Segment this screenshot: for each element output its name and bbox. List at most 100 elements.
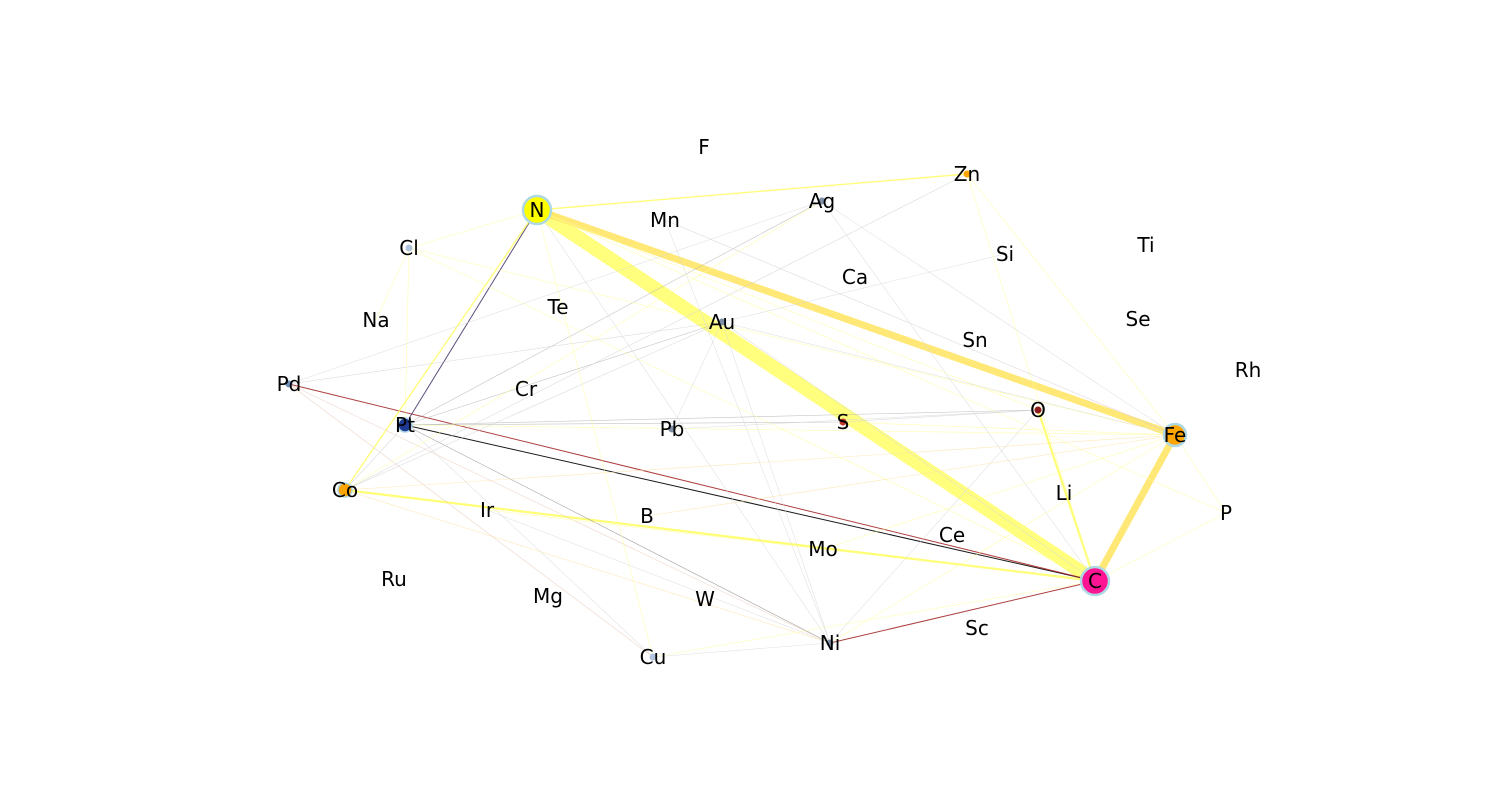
edge-fe-c — [1091, 433, 1179, 583]
edge-ni-mn — [664, 219, 831, 644]
edge-pd-ni — [288, 383, 831, 644]
edge-n-cl — [408, 209, 538, 249]
edge-cl-c — [408, 247, 1096, 582]
node-label-o: O — [1030, 398, 1046, 422]
node-label-ni: Ni — [820, 631, 841, 655]
node-pb — [668, 425, 676, 433]
edge-co-c — [344, 488, 1096, 583]
edge-ni-o — [829, 409, 1039, 644]
node-zn — [963, 170, 971, 178]
node-label-si: Si — [996, 242, 1014, 266]
node-s — [839, 418, 847, 426]
edge-co-fe — [344, 434, 1176, 491]
edge-c-p — [1094, 512, 1227, 582]
node-label-na: Na — [362, 308, 389, 332]
edge-pb-o — [671, 409, 1039, 430]
node-label-fe: Fe — [1164, 423, 1187, 447]
node-label-ce: Ce — [939, 523, 965, 547]
edge-ni-c — [829, 580, 1096, 644]
node-label-s: S — [837, 410, 850, 434]
edge-fe-p — [1174, 434, 1227, 514]
edge-n-co — [344, 209, 538, 491]
edge-pt-ag — [404, 200, 823, 426]
edge-n-pt — [404, 209, 538, 426]
edge-ag-c — [821, 200, 1096, 582]
edge-zn-co — [344, 173, 968, 491]
node-o — [1034, 406, 1042, 414]
edge-cl-na — [375, 247, 410, 321]
edge-s-o — [842, 409, 1039, 423]
node-label-cu: Cu — [640, 645, 667, 669]
edge-cl-pt — [404, 247, 410, 426]
edge-ni-fe — [829, 434, 1176, 644]
node-label-mo: Mo — [808, 537, 838, 561]
edge-ag-fe — [821, 200, 1176, 436]
node-cu — [649, 653, 657, 661]
edge-pd-c — [288, 383, 1096, 582]
node-ni — [826, 639, 834, 647]
edge-b-fe — [646, 434, 1176, 517]
node-label-cr: Cr — [515, 377, 538, 401]
node-label-te: Te — [546, 295, 568, 319]
edge-au-ni — [721, 321, 831, 644]
node-label-mn: Mn — [650, 208, 680, 232]
edge-pd-au — [288, 321, 723, 385]
node-label-sc: Sc — [965, 616, 989, 640]
edge-n-fe — [535, 206, 1177, 439]
edge-fe-zn — [966, 173, 1176, 436]
edge-co-ni — [344, 489, 831, 644]
node-label-pb: Pb — [660, 417, 685, 441]
edge-n-c — [533, 204, 1099, 587]
node-fe — [1162, 422, 1188, 448]
node-label-w: W — [695, 587, 715, 611]
edge-au-si — [721, 253, 1006, 323]
node-label-co: Co — [332, 478, 358, 502]
edge-cu-c — [652, 580, 1096, 658]
node-label-p: P — [1220, 501, 1232, 525]
edge-pt-ni — [404, 424, 831, 644]
edge-ir-c — [486, 509, 1096, 582]
edge-pd-cu — [288, 383, 654, 658]
node-c — [1079, 565, 1111, 597]
edge-zn-c — [966, 173, 1096, 582]
node-label-ti: Ti — [1136, 233, 1154, 257]
node-layer — [285, 170, 1188, 661]
edge-pt-c — [404, 424, 1096, 582]
edge-layer — [288, 173, 1227, 658]
node-label-mg: Mg — [533, 584, 563, 608]
node-label-rh: Rh — [1235, 358, 1262, 382]
node-label-au: Au — [709, 310, 735, 334]
edge-fe-mn — [664, 219, 1176, 436]
edge-n-o — [536, 209, 1039, 411]
edge-pd-ag — [288, 200, 823, 385]
node-label-zn: Zn — [954, 162, 980, 186]
edge-mo-fe — [822, 434, 1176, 550]
edge-pt-s — [404, 421, 844, 426]
node-label-pt: Pt — [395, 413, 415, 437]
node-label-f: F — [698, 135, 710, 159]
node-label-sn: Sn — [962, 328, 987, 352]
node-label-ir: Ir — [480, 498, 495, 522]
node-label-c: C — [1088, 569, 1102, 593]
node-label-n: N — [530, 198, 545, 222]
edge-au-pb — [671, 321, 723, 430]
edge-cu-pt — [404, 424, 654, 658]
node-pd — [285, 380, 293, 388]
node-label-ca: Ca — [842, 265, 868, 289]
node-label-ru: Ru — [381, 567, 407, 591]
edge-cl-fe — [408, 247, 1176, 436]
node-label-ag: Ag — [809, 189, 835, 213]
edge-pt-au — [404, 321, 723, 426]
edge-s-fe — [842, 421, 1176, 436]
node-au — [718, 318, 726, 326]
edge-au-c — [721, 321, 1096, 582]
edge-au-fe — [721, 321, 1176, 436]
node-ag — [818, 197, 826, 205]
node-label-pd: Pd — [277, 372, 302, 396]
edge-co-au — [344, 321, 723, 491]
node-label-se: Se — [1126, 307, 1151, 331]
node-label-b: B — [640, 504, 654, 528]
edge-co-ag — [344, 200, 823, 491]
